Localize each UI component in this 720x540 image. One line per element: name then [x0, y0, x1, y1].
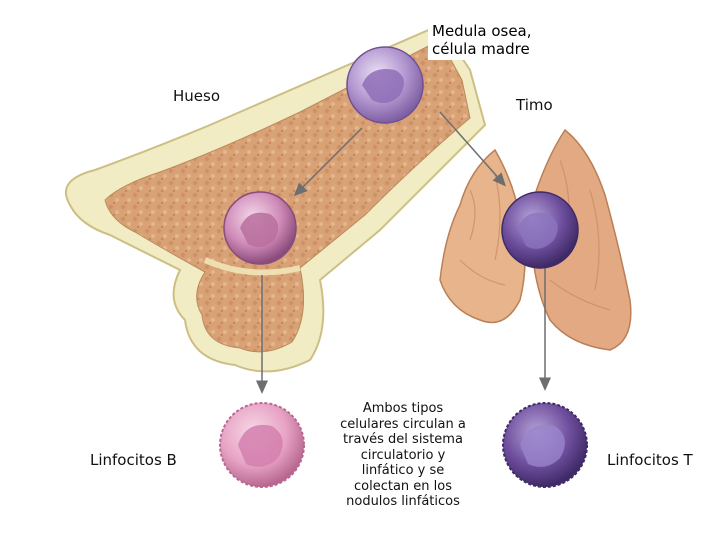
b-cells-label: Linfocitos B [90, 451, 177, 469]
t-cells-label: Linfocitos T [607, 451, 693, 469]
note-line-1: Ambos tipos [328, 401, 478, 417]
note-line-4: circulatorio y [328, 448, 478, 464]
note-line-5: linfático y se [328, 463, 478, 479]
note-line-6: colectan en los [328, 479, 478, 495]
stem-cell-label: Medula osea, célula madre [428, 20, 556, 60]
bone-marrow-cell [224, 192, 296, 264]
thymus-label: Timo [516, 96, 553, 114]
stem-cell [347, 47, 423, 123]
stem-cell-label-line-2: célula madre [432, 40, 552, 58]
b-lymphocyte [220, 403, 304, 487]
bone-label: Hueso [173, 87, 220, 105]
note-line-2: celulares circulan a [328, 417, 478, 433]
t-lymphocyte [503, 403, 587, 487]
stem-cell-label-line-1: Medula osea, [432, 22, 552, 40]
note-line-3: través del sistema [328, 432, 478, 448]
note-line-7: nodulos linfáticos [328, 494, 478, 510]
circulation-note: Ambos tipos celulares circulan a través … [328, 401, 478, 510]
thymus-cell [502, 192, 578, 268]
